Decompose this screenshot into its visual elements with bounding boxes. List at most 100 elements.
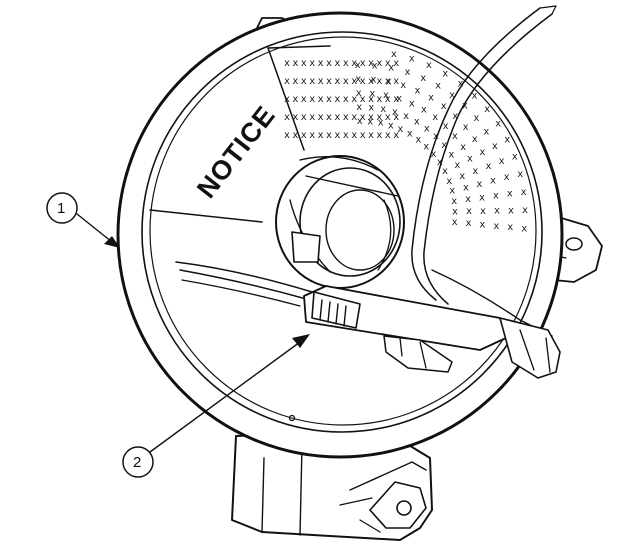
pattern-mark: x [343, 112, 349, 123]
pattern-mark: x [421, 105, 427, 116]
pattern-mark: x [452, 131, 458, 142]
electrical-connector [303, 285, 561, 379]
pattern-mark: x [326, 130, 332, 141]
pattern-mark: x [309, 130, 315, 141]
pattern-mark: x [460, 142, 466, 153]
center-hub [275, 155, 405, 289]
pattern-mark: x [428, 93, 434, 104]
pattern-mark: x [397, 124, 403, 135]
pattern-mark: x [318, 94, 324, 105]
pattern-mark: x [486, 161, 492, 172]
pattern-mark: x [442, 68, 448, 79]
pattern-mark: x [393, 58, 399, 69]
pattern-mark: x [351, 58, 357, 69]
pattern-mark: x [508, 205, 514, 216]
callout-2 [122, 334, 310, 478]
pattern-mark: x [493, 221, 499, 232]
pattern-mark: x [504, 135, 510, 146]
pattern-mark: x [452, 111, 458, 122]
pattern-mark: x [376, 76, 382, 87]
pattern-mark: x [355, 74, 361, 85]
pattern-mark: x [309, 94, 315, 105]
pattern-mark: x [380, 104, 386, 115]
pattern-mark: x [472, 91, 478, 102]
pattern-mark: x [301, 94, 307, 105]
pattern-mark: x [385, 58, 391, 69]
pattern-mark: x [360, 130, 366, 141]
pattern-mark: x [376, 58, 382, 69]
pattern-mark: x [512, 151, 518, 162]
pattern-mark: x [376, 130, 382, 141]
pattern-mark: x [473, 113, 479, 124]
pattern-mark: x [483, 126, 489, 137]
pattern-mark: x [343, 130, 349, 141]
pattern-mark: x [326, 112, 332, 123]
pattern-mark: x [449, 90, 455, 101]
pattern-mark: x [472, 166, 478, 177]
pattern-mark: x [343, 94, 349, 105]
pattern-mark: x [466, 206, 472, 217]
pattern-mark: x [400, 80, 406, 91]
pattern-mark: x [451, 196, 457, 207]
callout-2-number: 2 [133, 454, 141, 471]
label-panel-lines [149, 45, 331, 223]
pattern-mark: x [452, 206, 458, 217]
pattern-mark: x [409, 98, 415, 109]
pattern-mark: x [393, 94, 399, 105]
pattern-mark: x [292, 112, 298, 123]
pattern-mark: x [368, 58, 374, 69]
pattern-mark: x [383, 90, 389, 101]
pattern-mark: x [292, 58, 298, 69]
pattern-mark: x [386, 77, 392, 88]
pattern-mark: x [407, 129, 413, 140]
pattern-mark: x [318, 58, 324, 69]
pattern-mark: x [420, 73, 426, 84]
pattern-mark: x [479, 147, 485, 158]
pattern-mark: x [369, 88, 375, 99]
pattern-mark: x [368, 102, 374, 113]
pattern-mark: x [403, 111, 409, 122]
pattern-mark: x [284, 76, 290, 87]
pattern-mark: x [301, 130, 307, 141]
pattern-mark: x [334, 76, 340, 87]
pattern-mark: x [318, 112, 324, 123]
pattern-mark: x [415, 135, 421, 146]
pattern-mark: x [368, 76, 374, 87]
pattern-mark: x [388, 120, 394, 131]
pattern-mark: x [326, 76, 332, 87]
pattern-mark: x [467, 154, 473, 165]
pattern-mark: x [318, 76, 324, 87]
pattern-mark: x [393, 76, 399, 87]
pattern-mark: x [351, 76, 357, 87]
pattern-mark: x [385, 112, 391, 123]
pattern-mark: x [437, 157, 443, 168]
pattern-mark: x [292, 76, 298, 87]
pattern-mark: x [443, 121, 449, 132]
pattern-mark: x [355, 60, 361, 71]
pattern-mark: x [476, 179, 482, 190]
pattern-mark: x [309, 112, 315, 123]
pattern-mark: x [494, 206, 500, 217]
pattern-mark: x [492, 141, 498, 152]
pattern-mark: x [343, 58, 349, 69]
callout-1 [46, 192, 120, 248]
pattern-mark: x [318, 130, 324, 141]
pattern-mark: x [351, 94, 357, 105]
pattern-mark: x [393, 112, 399, 123]
pattern-mark: x [495, 119, 501, 130]
pattern-mark: x [423, 141, 429, 152]
pattern-mark: x [326, 94, 332, 105]
pattern-mark: x [522, 205, 528, 216]
pattern-mark: x [301, 58, 307, 69]
pattern-mark: x [360, 76, 366, 87]
pattern-mark: x [356, 102, 362, 113]
lower-bracket [231, 429, 433, 541]
pattern-mark: x [367, 116, 373, 127]
pattern-mark: x [414, 117, 420, 128]
pattern-mark: x [357, 116, 363, 127]
pattern-mark: x [459, 171, 465, 182]
pattern-mark: x [334, 94, 340, 105]
pattern-mark: x [462, 101, 468, 112]
